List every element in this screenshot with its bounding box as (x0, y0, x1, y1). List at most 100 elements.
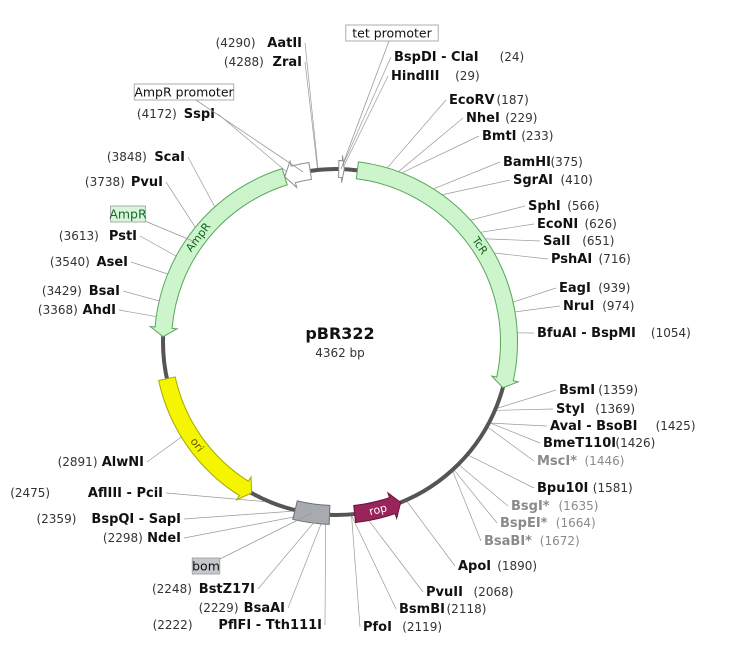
site-ahdi-position: (3368) (38, 303, 78, 317)
site-bamhi-name: BamHI (503, 155, 551, 170)
site-pfoi: PfoI(2119) (363, 620, 442, 635)
site-hindiii-leader (342, 75, 389, 168)
site-afliii-pcii-name: AflIII - PciI (88, 486, 163, 501)
site-nhei-leader (392, 117, 464, 177)
site-apoi-position: (1890) (497, 559, 537, 573)
site-ahdi: AhdI (3368) (38, 303, 116, 318)
feature-tet_promoter (338, 155, 345, 183)
site-pshai-position: (716) (599, 252, 631, 266)
site-bspdi-clai-position: (24) (500, 50, 525, 64)
plasmid-length: 4362 bp (315, 346, 365, 360)
site-bsaai-leader (287, 516, 325, 609)
site-bsabi-leader (452, 471, 482, 542)
site-ecorv-position: (187) (497, 93, 529, 107)
site-aatii-position: (4290) (216, 36, 256, 50)
site-pvuii-position: (2068) (474, 585, 514, 599)
site-bstz17i-name: BstZ17I (199, 582, 255, 597)
feature-tet_promoter-arrow (338, 155, 345, 183)
site-zrai-position: (4288) (224, 55, 264, 69)
feature-ampr_promoter-leader (183, 91, 304, 173)
site-sali-name: SalI (543, 234, 570, 249)
site-bspdi-clai-leader (341, 56, 392, 168)
site-zrai: ZraI (4288) (224, 55, 302, 70)
site-bsabi-name: BsaBI* (484, 534, 532, 549)
site-styi-name: StyI (556, 402, 585, 417)
feature-ori: ori (158, 376, 253, 501)
feature-ampr_promoter-callout: AmpR promoter (133, 83, 304, 173)
plasmid-name: pBR322 (305, 324, 374, 343)
site-sphi: SphI (566) (528, 199, 599, 214)
feature-tcr: TcR (355, 161, 520, 389)
site-bsgi-leader (459, 465, 509, 507)
site-bsai: BsaI(3429) (42, 284, 120, 299)
site-bsmbi-position: (2118) (447, 602, 487, 616)
site-bsaai: BsaAI(2229) (199, 601, 285, 616)
site-pfoi-position: (2119) (402, 620, 442, 634)
site-aatii: AatII (4290) (216, 36, 302, 51)
site-msci: MscI*(1446) (537, 454, 624, 469)
site-sgrai-position: (410) (561, 173, 593, 187)
site-ahdi-name: AhdI (83, 303, 116, 318)
site-pfoi-leader (351, 516, 361, 628)
site-styi-position: (1369) (595, 402, 635, 416)
site-sgrai-leader (433, 179, 511, 197)
feature-ampr-callout: AmpR (109, 205, 196, 243)
site-asei-leader (130, 261, 175, 277)
feature-ampr-callout-box (110, 205, 146, 223)
site-zrai-name: ZraI (273, 55, 302, 70)
site-nhei-name: NheI (466, 111, 500, 126)
feature-tet_promoter-callout-box (345, 24, 439, 42)
site-bamhi-position: (375) (551, 155, 583, 169)
site-scai-leader (187, 156, 219, 213)
site-nrui-leader (508, 305, 561, 314)
site-alwni: AlwNI(2891) (58, 455, 144, 470)
site-ndei-leader (183, 514, 307, 539)
site-bspei-leader (454, 470, 498, 524)
site-pvui-position: (3738) (85, 175, 125, 189)
site-bmti-name: BmtI (482, 129, 517, 144)
site-pshai: PshAI(716) (551, 252, 631, 267)
site-bsmi-position: (1359) (598, 383, 638, 397)
site-bsabi-position: (1672) (540, 534, 580, 548)
site-psti-leader (139, 235, 182, 260)
site-msci-position: (1446) (585, 454, 625, 468)
site-nrui-name: NruI (563, 299, 594, 314)
feature-ampr-arrow (148, 168, 288, 338)
site-bspei: BspEI*(1664) (500, 516, 596, 531)
site-asei-position: (3540) (50, 255, 90, 269)
site-sphi-name: SphI (528, 199, 561, 214)
feature-bom-callout-text: bom (192, 559, 220, 574)
site-econi: EcoNI (626) (537, 217, 617, 232)
site-sspi-name: SspI (184, 107, 215, 122)
site-econi-position: (626) (585, 217, 617, 231)
site-bfuai-bspmi-name: BfuAI - BspMI (537, 326, 636, 341)
site-aatii-name: AatII (267, 36, 302, 51)
site-styi-leader (497, 408, 554, 411)
site-bmti-position: (233) (521, 129, 553, 143)
site-afliii-pcii: AflIII - PciI(2475) (10, 486, 163, 501)
site-labels: AatII(4290)ZraI(4288)SspI(4172)ScaI(3848… (10, 36, 695, 635)
site-bmti: BmtI (233) (482, 129, 553, 144)
site-bfuai-bspmi: BfuAI - BspMI (1054) (537, 326, 691, 341)
feature-ampr_promoter (284, 159, 313, 189)
site-econi-leader (473, 223, 535, 234)
site-bmet110i-leader (490, 422, 541, 444)
site-bamhi: BamHI(375) (503, 155, 583, 170)
feature-ampr: AmpR (148, 168, 288, 338)
site-styi: StyI (1369) (556, 402, 635, 417)
site-bfuai-bspmi-position: (1054) (651, 326, 691, 340)
site-pflfi-tth111i-leader (324, 516, 327, 626)
site-alwni-leader (146, 432, 187, 463)
site-bmet110i-name: BmeT110I (543, 436, 616, 451)
site-bsmi-leader (497, 389, 557, 409)
site-ecorv-name: EcoRV (449, 93, 495, 108)
site-pflfi-tth111i: PflFI - Tth111I(2222) (153, 618, 322, 633)
site-bmti-leader (393, 135, 480, 178)
site-sphi-position: (566) (567, 199, 599, 213)
site-nhei: NheI(229) (466, 111, 537, 126)
site-scai-name: ScaI (154, 150, 185, 165)
site-bsmbi-name: BsmBI (399, 602, 445, 617)
site-bspdi-clai-name: BspDI - ClaI (394, 50, 479, 65)
site-econi-name: EcoNI (537, 217, 578, 232)
